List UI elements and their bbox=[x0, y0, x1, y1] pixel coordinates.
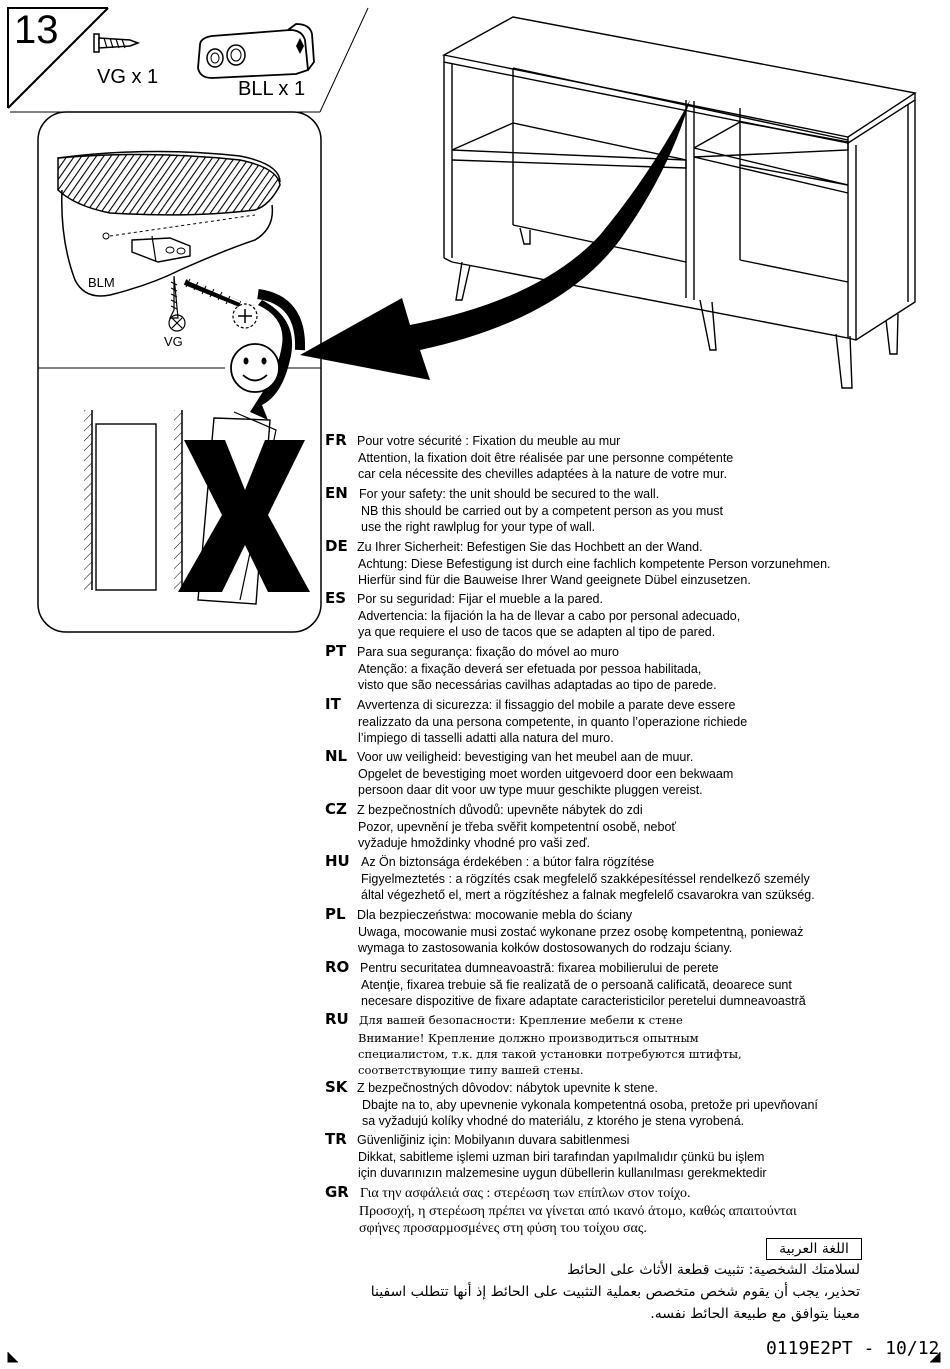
crop-marks bbox=[7, 1352, 941, 1363]
safety-body: Advertencia: la fijación la ha de llevar… bbox=[358, 609, 741, 639]
lang-code: FR bbox=[325, 431, 347, 449]
wall-fixing-detail bbox=[57, 150, 306, 420]
lang-code: EN bbox=[325, 484, 348, 502]
safety-heading: Por su seguridad: Fijar el mueble a la p… bbox=[357, 592, 603, 606]
safety-heading: Az Ön biztonsága érdekében : a bútor fal… bbox=[361, 855, 655, 869]
screw-label: VG bbox=[164, 334, 183, 349]
safety-body: Attention, la fixation doit être réalisé… bbox=[358, 451, 734, 481]
sideboard-drawing bbox=[441, 16, 917, 389]
safety-body: Atenção: a fixação deverá ser efetuada p… bbox=[358, 662, 717, 692]
lang-code: TR bbox=[325, 1130, 347, 1148]
safety-body: Dbajte na to, aby upevnenie vykonala kom… bbox=[362, 1098, 818, 1128]
step-number: 13 bbox=[14, 8, 59, 52]
lang-code: SK bbox=[325, 1078, 348, 1096]
lang-code: GR bbox=[325, 1183, 349, 1201]
lang-code: DE bbox=[325, 537, 348, 555]
lang-code: RU bbox=[325, 1010, 349, 1028]
page-number: 0119E2PT - 10/12 bbox=[766, 1338, 940, 1359]
safety-heading: Avvertenza di sicurezza: il fissaggio de… bbox=[357, 698, 736, 712]
safety-body: Pozor, upevnění je třeba svěřit kompeten… bbox=[358, 820, 677, 850]
safety-heading: For your safety: the unit should be secu… bbox=[359, 487, 660, 501]
safety-body: Opgelet de bevestiging moet worden uitge… bbox=[358, 767, 734, 797]
screw-icon bbox=[93, 33, 141, 53]
safety-body: Atenţie, fixarea trebuie să fie realizat… bbox=[361, 978, 806, 1008]
safety-heading: Zu Ihrer Sicherheit: Befestigen Sie das … bbox=[357, 540, 703, 554]
smiley-icon bbox=[230, 343, 280, 393]
safety-heading: Para sua segurança: fixação do móvel ao … bbox=[357, 645, 619, 659]
safety-heading: Για την ασφάλειά σας : στερέωση των επίπ… bbox=[360, 1186, 691, 1201]
safety-heading: Dla bezpieczeństwa: mocowanie mebla do ś… bbox=[357, 908, 633, 922]
safety-body: Uwaga, mocowanie musi zostać wykonane pr… bbox=[358, 925, 804, 955]
bracket-icon bbox=[197, 23, 315, 79]
lang-code: PL bbox=[325, 905, 346, 923]
safety-body: Внимание! Крепление должно производиться… bbox=[358, 1031, 742, 1077]
lang-code: NL bbox=[325, 747, 348, 765]
arabic-line-1: لسلامتك الشخصية: تثبيت قطعة الأثاث على ا… bbox=[567, 1262, 860, 1278]
lang-code: RO bbox=[325, 958, 350, 976]
wrong-x-icon bbox=[178, 440, 310, 592]
lang-code: CZ bbox=[325, 800, 347, 818]
part-bll-quantity: BLL x 1 bbox=[238, 78, 306, 100]
safety-body: realizzato da una persona competente, in… bbox=[358, 715, 748, 745]
safety-body: Figyelmeztetés : a rögzítés csak megfele… bbox=[361, 872, 815, 902]
safety-heading: Pentru securitatea dumneavoastră: fixare… bbox=[360, 961, 719, 975]
lang-code: PT bbox=[325, 642, 347, 660]
safety-body: Dikkat, sabitleme işlemi uzman biri tara… bbox=[358, 1150, 767, 1180]
safety-heading: Z bezpečnostních důvodů: upevněte nábyte… bbox=[357, 803, 643, 817]
arabic-line-2: تحذير، يجب أن يقوم شخص متخصص بعملية التث… bbox=[370, 1284, 860, 1300]
arabic-line-3: معينا يتوافق مع طبيعة الحائط نفسه. bbox=[650, 1306, 860, 1322]
bracket-label: BLM bbox=[88, 275, 115, 290]
lang-code: IT bbox=[325, 695, 341, 713]
safety-body: NB this should be carried out by a compe… bbox=[361, 504, 723, 534]
safety-body: Προσοχή, η στερέωση πρέπει να γίνεται απ… bbox=[359, 1204, 797, 1236]
safety-heading: Voor uw veiligheid: bevestiging van het … bbox=[357, 750, 694, 764]
part-vg-quantity: VG x 1 bbox=[97, 66, 159, 88]
lang-code: ES bbox=[325, 589, 347, 607]
safety-heading: Для вашей безопасности: Крепление мебели… bbox=[359, 1013, 683, 1027]
arabic-title: اللغة العربية bbox=[766, 1238, 862, 1260]
safety-body: Achtung: Diese Befestigung ist durch ein… bbox=[358, 557, 831, 587]
pointer-arrow bbox=[300, 100, 690, 380]
lang-code: HU bbox=[325, 852, 350, 870]
safety-heading: Güvenliğiniz için: Mobilyanın duvara sab… bbox=[357, 1133, 630, 1147]
safety-heading: Pour votre sécurité : Fixation du meuble… bbox=[357, 434, 621, 448]
safety-heading: Z bezpečnostných dôvodov: nábytok upevni… bbox=[357, 1081, 658, 1095]
